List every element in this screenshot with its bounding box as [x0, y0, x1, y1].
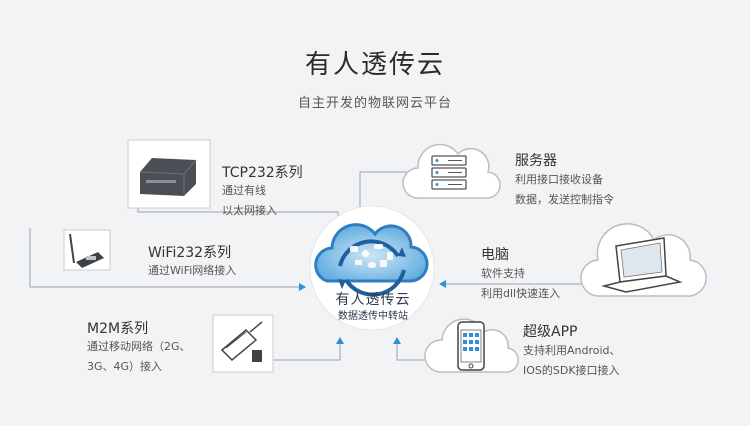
server-cloud-icon [402, 143, 501, 199]
connector-wifi232 [29, 228, 306, 291]
smartphone-icon [457, 321, 485, 371]
wifi232-title: WiFi232系列 [148, 245, 232, 261]
server-rack-icon [431, 155, 467, 190]
page-subtitle: 自主开发的物联网云平台 [297, 96, 452, 111]
pc-desc-1: 软件支持 [481, 267, 525, 280]
m2m-title: M2M系列 [87, 321, 149, 337]
server-desc-2: 数据，发送控制指令 [515, 193, 614, 206]
page-title: 有人透传云 [304, 50, 445, 80]
m2m-device-icon [212, 314, 274, 373]
tcp232-title: TCP232系列 [222, 165, 303, 181]
cycle-arrow-top-icon [338, 239, 400, 267]
pc-title: 电脑 [481, 247, 509, 263]
laptop-cloud-icon [580, 223, 707, 297]
tcp232-desc-1: 通过有线 [222, 184, 266, 197]
wifi232-desc-1: 通过WiFi网络接入 [148, 264, 237, 277]
app-desc-1: 支持利用Android、 [523, 344, 621, 357]
app-desc-2: IOS的SDK接口接入 [523, 364, 620, 377]
tcp232-device-icon [127, 139, 211, 209]
m2m-desc-1: 通过移动网络（2G、 [87, 340, 191, 353]
center-cloud-title: 有人透传云 [335, 292, 411, 308]
pc-desc-2: 利用dll快速连入 [481, 287, 561, 300]
center-cloud-subtitle: 数据透传中转站 [338, 311, 408, 322]
cloud-icon [314, 223, 429, 283]
phone-cloud-icon [424, 318, 519, 373]
server-title: 服务器 [515, 153, 557, 169]
iot-glyphs [350, 244, 393, 268]
app-title: 超级APP [523, 324, 578, 340]
cycle-arrow-bottom-icon [344, 269, 406, 297]
laptop-icon [601, 237, 683, 293]
m2m-desc-2: 3G、4G）接入 [87, 360, 163, 373]
wifi232-device-icon [63, 229, 111, 271]
central-cloud [309, 205, 435, 331]
tcp232-desc-2: 以太网接入 [222, 204, 277, 217]
server-desc-1: 利用接口接收设备 [515, 173, 603, 186]
